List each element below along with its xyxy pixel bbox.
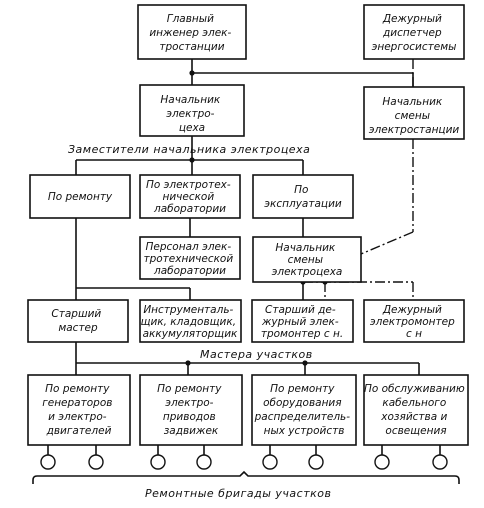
svg-text:Персонал элек- тротехнич: Персонал элек- тротехнической лаборатори… [143,241,236,277]
svg-text:По ремонту: По ремонту [48,191,113,203]
svg-text:По ремонту электро-: По ремонту электро- приводов задвижек [157,383,225,437]
box-senior-master: Старший мастер [27,299,129,343]
brigade-circle [88,454,104,470]
brigade-circle [432,454,448,470]
head-shift-shop-line: смены [288,254,323,266]
rep-switchgear-line: оборудования [263,397,342,409]
energy-dispatcher-line: энергосистемы [372,41,457,53]
lab-line: нической [162,191,214,203]
svg-text:Дежурный электромонтер: Дежурный электромонтер с н [370,304,458,340]
brigade-circle [374,454,390,470]
box-head-shift-shop: Начальник смены электроцеха [252,236,362,283]
rep-switchgear-line: По ремонту [270,383,335,395]
box-chief-engineer: Главный инженер элек- тростанции [137,4,247,60]
senior-master-line: мастер [58,322,98,334]
cable-lighting-line: хозяйства и [380,411,447,423]
svg-text:Старший де- журный элек-: Старший де- журный элек- тромонтер с н. [261,304,343,340]
masters-caption: Мастера участков [200,348,313,361]
senior-master-line: Старший [51,308,101,320]
energy-dispatcher-line: Дежурный [382,13,442,25]
duty-electrician-line: с н [406,328,422,340]
cable-lighting-line: кабельного [382,397,446,409]
chief-engineer-line: тростанции [159,41,224,53]
head-shift-shop-line: электроцеха [272,266,343,278]
rep-drives-line: По ремонту [157,383,222,395]
duty-electrician-line: электромонтер [370,316,455,328]
box-head-shop: Начальник электро- цеха [139,84,245,137]
box-tool-staff: Инструменталь- щик, кладовщик, аккумулят… [139,299,242,343]
box-energy-dispatcher: Дежурный диспетчер энергосистемы [363,4,465,60]
head-shift-station-line: электростанции [369,124,460,136]
box-lab-staff: Персонал элек- тротехнической лаборатори… [139,236,241,280]
head-shop-line: электро- [166,108,214,120]
brigade-circle [196,454,212,470]
rep-generators-line: двигателей [46,425,112,437]
svg-text:По эксплуатации: По эксплуатации [264,184,342,210]
box-duty-electrician: Дежурный электромонтер с н [363,299,465,343]
brigades-caption: Ремонтные бригады участков [145,487,331,500]
cable-lighting-line: освещения [385,425,446,437]
tool-staff-line: щик, кладовщик, [141,316,236,328]
box-rep-switchgear: По ремонту оборудования распределитель- … [251,374,357,446]
chief-engineer-line: Главный [167,13,214,25]
energy-dispatcher-line: диспетчер [382,27,442,39]
svg-text:По обслуживанию кабельно: По обслуживанию кабельного хозяйства и о… [364,383,468,437]
lab-staff-line: Персонал элек- [146,241,232,253]
chief-engineer-line: инженер элек- [149,27,231,39]
box-operation: По эксплуатации [252,174,354,219]
lab-staff-line: лаборатории [153,265,226,277]
head-shift-station-line: Начальник [382,96,443,108]
lab-line: лаборатории [153,203,226,215]
brigade-circle [150,454,166,470]
senior-duty-line: тромонтер с н. [261,328,343,340]
senior-duty-line: Старший де- [265,304,336,316]
rep-drives-line: приводов [163,411,216,423]
rep-generators-line: По ремонту [45,383,110,395]
brigade-circle [40,454,56,470]
box-cable-lighting: По обслуживанию кабельного хозяйства и о… [363,374,469,446]
repair-line: По ремонту [48,191,113,203]
brigade-circle [262,454,278,470]
box-lab: По электротех- нической лаборатории [139,174,241,219]
head-shift-station-line: смены [395,110,430,122]
head-shift-shop-line: Начальник [275,242,336,254]
box-rep-drives: По ремонту электро- приводов задвижек [139,374,243,446]
svg-text:По ремонту оборудования: По ремонту оборудования распределитель- … [254,383,354,437]
operation-line: По [294,184,308,196]
lab-staff-line: тротехнической [143,253,233,265]
duty-electrician-line: Дежурный [382,304,442,316]
box-senior-duty: Старший де- журный элек- тромонтер с н. [251,299,354,343]
svg-text:Главный инженер элек-: Главный инженер элек- тростанции [149,13,234,53]
svg-text:Инструменталь- щик, клад: Инструменталь- щик, кладовщик, аккумулят… [141,304,240,340]
tool-staff-line: аккумуляторщик [143,328,238,340]
head-shop-line: Начальник [160,94,221,106]
svg-text:Дежурный диспетчер: Дежурный диспетчер энергосистемы [372,13,457,53]
lab-line: По электротех- [146,179,231,191]
rep-generators-line: генераторов [42,397,112,409]
svg-text:Старший мастер: Старший мастер [51,308,104,334]
rep-switchgear-line: ных устройств [264,425,345,437]
rep-generators-line: и электро- [48,411,107,423]
svg-text:Начальник электро-: Начальник электро- цеха [160,94,223,134]
deputies-caption: Заместители начальника электроцеха [68,143,310,156]
senior-duty-line: журный элек- [261,316,339,328]
rep-drives-line: задвижек [164,425,219,437]
brigade-circles [40,454,448,470]
svg-text:Начальник смены эл: Начальник смены электростанции [369,96,460,136]
brigade-circle [308,454,324,470]
rep-switchgear-line: распределитель- [254,411,351,423]
svg-text:По ремонту генераторов: По ремонту генераторов и электро- двигат… [42,383,116,437]
svg-text:Начальник смены эл: Начальник смены электроцеха [272,242,343,278]
rep-drives-line: электро- [165,397,213,409]
svg-text:По электротех- нической: По электротех- нической лаборатории [146,179,234,215]
head-shop-line: цеха [179,122,205,134]
box-repair: По ремонту [29,174,131,219]
cable-lighting-line: По обслуживанию [364,383,465,395]
operation-line: эксплуатации [264,198,342,210]
tool-staff-line: Инструменталь- [143,304,233,316]
box-head-shift-station: Начальник смены электростанции [363,86,465,140]
box-rep-generators: По ремонту генераторов и электро- двигат… [27,374,131,446]
